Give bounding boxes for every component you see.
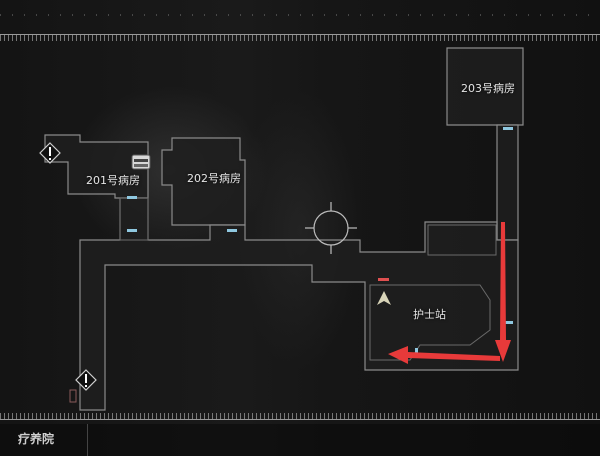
room-202 <box>161 137 246 226</box>
top-dots <box>0 14 600 16</box>
room-label-203: 203号病房 <box>461 82 515 95</box>
locked-door <box>378 278 389 281</box>
door-201-north <box>127 196 137 199</box>
location-name: 疗养院 <box>18 432 55 446</box>
warning-icon-bottom <box>75 369 97 391</box>
typewriter-icon <box>131 154 151 170</box>
room-label-nurse-station: 护士站 <box>413 308 446 321</box>
door-202 <box>227 229 237 232</box>
bottom-ruler-line <box>0 419 600 420</box>
room-label-201: 201号病房 <box>86 174 140 187</box>
door-203 <box>503 127 513 130</box>
room-201 <box>44 134 149 199</box>
crosshair-icon <box>305 202 357 254</box>
player-arrow-icon <box>377 291 391 305</box>
door-nurse-south <box>415 348 418 356</box>
door-201-south <box>127 229 137 232</box>
warning-icon-top <box>39 142 61 164</box>
top-ruler <box>0 35 600 41</box>
nurse-station-desk <box>369 284 491 361</box>
room-203 <box>446 47 524 126</box>
bottom-ruler <box>0 413 600 419</box>
room-east-storage <box>427 224 497 256</box>
corridor-main <box>79 197 519 411</box>
item-marker <box>69 389 77 403</box>
door-nurse-east <box>505 321 513 324</box>
footer-bar <box>0 424 600 456</box>
top-ruler-line <box>0 34 600 35</box>
room-label-202: 202号病房 <box>187 172 241 185</box>
footer-separator <box>87 424 88 456</box>
corridor-east <box>496 124 519 241</box>
route-arrow-icon <box>388 222 511 364</box>
